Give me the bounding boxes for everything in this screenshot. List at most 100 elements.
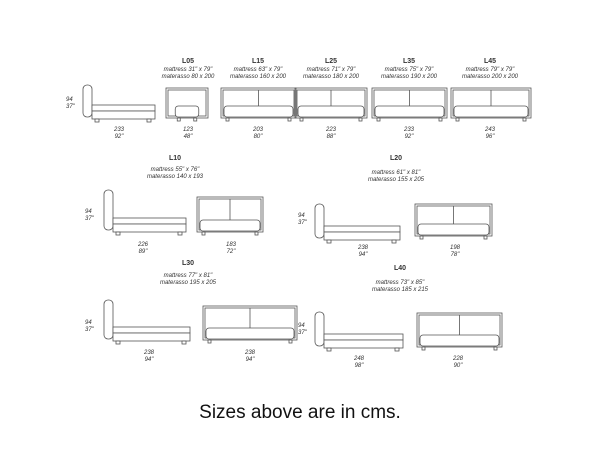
height-in: 37" <box>66 104 75 110</box>
mattress <box>112 326 191 334</box>
headboard-outline <box>416 312 503 348</box>
dim-cm: 223 <box>325 127 337 133</box>
dim-in: 94" <box>245 357 255 363</box>
bed-foot <box>391 239 397 244</box>
model-spec: mattress 55" x 76"materasso 140 x 193 <box>147 167 203 181</box>
bed-foot <box>193 117 198 122</box>
bed-frame <box>323 339 404 349</box>
headboard <box>82 84 93 118</box>
dim-cm: 183 <box>225 242 237 248</box>
headboard-outline <box>371 87 448 119</box>
model-title: L20 <box>389 155 403 162</box>
bed-foot <box>207 339 212 344</box>
front-view-bed <box>450 87 532 122</box>
mattress <box>174 105 200 118</box>
dim-in: 72" <box>226 249 236 255</box>
dim-in: 78" <box>450 252 460 258</box>
bed-frame <box>323 231 401 241</box>
bed-foot <box>493 346 498 351</box>
mattress-cm: materasso 80 x 200 <box>161 74 215 80</box>
dim-cm: 233 <box>403 127 415 133</box>
dim-cm: 243 <box>484 127 496 133</box>
side-view-bed <box>314 203 401 244</box>
mattress-in: mattress 63" x 79" <box>233 67 283 73</box>
height-cm: 94 <box>66 97 73 103</box>
dim-cm: 248 <box>353 356 365 362</box>
mattress-cm: materasso 140 x 193 <box>146 174 204 180</box>
front-view-bed <box>202 305 298 344</box>
side-view-bed <box>103 299 191 345</box>
bed-frame <box>91 110 156 120</box>
headboard-outline <box>450 87 532 119</box>
bed-foot <box>299 117 304 122</box>
bed-foot <box>146 118 152 123</box>
dim-in: 94" <box>144 357 154 363</box>
model-spec: mattress 31" x 79"materasso 80 x 200 <box>162 67 215 81</box>
headboard <box>314 203 325 239</box>
bed-foot <box>326 239 332 244</box>
mattress <box>297 105 365 118</box>
dim-in: 92" <box>114 134 124 140</box>
bed-foot <box>483 235 488 240</box>
mattress-in: mattress 75" x 79" <box>384 67 434 73</box>
bed-foot <box>419 235 424 240</box>
dim-cm: 203 <box>252 127 264 133</box>
dim-cm: 233 <box>113 127 125 133</box>
mattress <box>323 225 401 233</box>
bed-foot <box>94 118 100 123</box>
model-title: L40 <box>393 265 407 272</box>
front-view-bed <box>294 87 368 122</box>
height-in: 37" <box>298 330 307 336</box>
dim-in: 80" <box>253 134 263 140</box>
bed-foot <box>288 339 293 344</box>
mattress-in: mattress 71" x 79" <box>306 67 356 73</box>
headboard-outline <box>220 87 297 119</box>
headboard <box>103 299 114 340</box>
dim-in: 96" <box>485 134 495 140</box>
bed-foot <box>326 347 332 352</box>
bed-foot <box>115 340 121 345</box>
mattress-in: mattress 77" x 81" <box>163 273 213 279</box>
dim-in: 48" <box>183 134 193 140</box>
dim-in: 94" <box>358 252 368 258</box>
mattress-in: mattress 61" x 81" <box>371 170 421 176</box>
mattress <box>419 334 500 347</box>
front-view-bed <box>414 203 493 240</box>
dim-in: 88" <box>326 134 336 140</box>
dim-cm: 226 <box>137 242 149 248</box>
model-spec: mattress 79" x 79"materasso 200 x 200 <box>462 67 518 81</box>
mattress <box>205 327 295 340</box>
height-cm: 94 <box>298 213 305 219</box>
bed-foot <box>358 117 363 122</box>
front-view-bed <box>371 87 448 122</box>
headboard-outline <box>196 196 264 233</box>
dim-in: 89" <box>138 249 148 255</box>
model-spec: mattress 71" x 79"materasso 180 x 200 <box>303 67 359 81</box>
mattress-cm: materasso 180 x 200 <box>302 74 360 80</box>
mattress-cm: materasso 155 x 205 <box>367 177 425 183</box>
mattress-in: mattress 73" x 85" <box>375 280 425 286</box>
bed-foot <box>254 231 259 236</box>
bed-foot <box>201 231 206 236</box>
mattress <box>374 105 445 118</box>
bed-foot <box>115 231 121 236</box>
dim-cm: 238 <box>357 245 369 251</box>
headboard-outline <box>202 305 298 341</box>
